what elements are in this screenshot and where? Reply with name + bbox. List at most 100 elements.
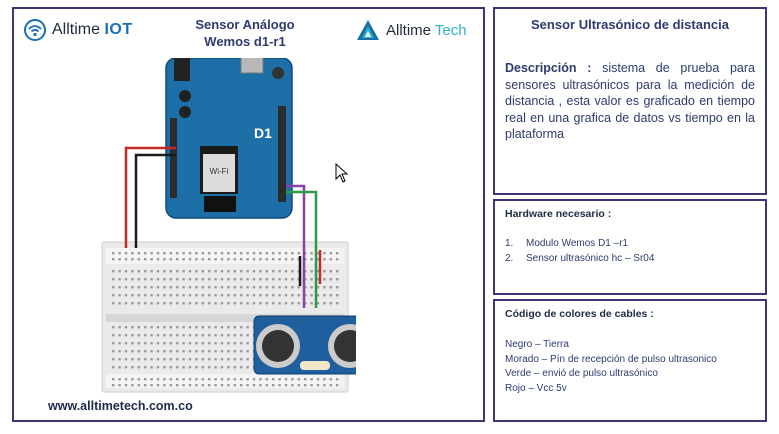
breadboard-hole xyxy=(240,286,243,289)
breadboard-hole xyxy=(112,358,115,361)
breadboard-hole xyxy=(208,270,211,273)
diagram-title: Sensor Análogo Wemos d1-r1 xyxy=(170,16,320,50)
breadboard-hole xyxy=(252,258,256,261)
breadboard-hole xyxy=(176,302,179,305)
breadboard-hole xyxy=(137,252,140,255)
breadboard-hole xyxy=(297,384,300,387)
breadboard-hole xyxy=(131,294,134,297)
breadboard-hole xyxy=(291,302,294,305)
breadboard-hole xyxy=(124,258,128,261)
list-item: 2.Sensor ultrasónico hc – Sr04 xyxy=(505,251,765,266)
breadboard-hole xyxy=(176,326,179,329)
breadboard-hole xyxy=(284,286,288,289)
breadboard-hole xyxy=(227,358,230,361)
breadboard-hole xyxy=(182,302,185,305)
breadboard-hole xyxy=(220,342,224,345)
breadboard-hole xyxy=(131,366,134,369)
breadboard-hole xyxy=(201,252,204,255)
mouse-cursor-icon xyxy=(335,163,349,183)
breadboard-hole xyxy=(284,302,288,305)
breadboard-hole xyxy=(131,258,134,261)
website-url[interactable]: www.alltimetech.com.co xyxy=(48,399,193,413)
breadboard-hole xyxy=(284,378,288,381)
list-item: Rojo – Vcc 5v xyxy=(505,382,567,394)
breadboard-hole xyxy=(246,270,249,273)
breadboard-hole xyxy=(169,278,172,281)
breadboard-hole xyxy=(240,252,243,255)
breadboard-hole xyxy=(291,286,294,289)
breadboard-hole xyxy=(195,358,198,361)
breadboard-hole xyxy=(163,286,166,289)
breadboard-hole xyxy=(323,258,326,261)
breadboard-hole xyxy=(208,358,211,361)
list-item: Verde – envió de pulso ultrasónico xyxy=(505,368,658,379)
breadboard-hole xyxy=(278,378,281,381)
breadboard-hole xyxy=(182,366,185,369)
breadboard-hole xyxy=(156,358,160,361)
breadboard-hole xyxy=(144,270,147,273)
alltime-iot-logo: Alltime IOT xyxy=(24,19,133,41)
breadboard-hole xyxy=(233,286,236,289)
brand-iot-suffix: IOT xyxy=(104,21,133,38)
breadboard-hole xyxy=(265,270,268,273)
breadboard-hole xyxy=(214,278,217,281)
breadboard-hole xyxy=(182,334,185,337)
breadboard-hole xyxy=(329,378,332,381)
breadboard-hole xyxy=(112,252,115,255)
breadboard-hole xyxy=(214,384,217,387)
breadboard-hole xyxy=(336,286,339,289)
breadboard-hole xyxy=(329,302,332,305)
breadboard-hole xyxy=(131,358,134,361)
breadboard-hole xyxy=(246,384,249,387)
breadboard-hole xyxy=(272,258,275,261)
breadboard-hole xyxy=(188,358,192,361)
breadboard-hole xyxy=(227,252,230,255)
breadboard-hole xyxy=(208,302,211,305)
breadboard-hole xyxy=(220,252,224,255)
breadboard-hole xyxy=(323,294,326,297)
breadboard-hole xyxy=(208,334,211,337)
breadboard-hole xyxy=(233,342,236,345)
wemos-board: Wi-Fi D1 xyxy=(165,58,293,219)
breadboard-hole xyxy=(220,270,224,273)
breadboard-hole xyxy=(169,350,172,353)
breadboard-hole xyxy=(144,342,147,345)
breadboard-hole xyxy=(297,378,300,381)
breadboard-hole xyxy=(259,252,262,255)
brand-iot-prefix: Alltime xyxy=(52,21,105,38)
breadboard-hole xyxy=(176,358,179,361)
breadboard-hole xyxy=(195,326,198,329)
breadboard-hole xyxy=(163,334,166,337)
breadboard-hole xyxy=(291,258,294,261)
breadboard-hole xyxy=(278,384,281,387)
breadboard-hole xyxy=(278,252,281,255)
breadboard-hole xyxy=(144,302,147,305)
breadboard-hole xyxy=(156,326,160,329)
breadboard-hole xyxy=(227,294,230,297)
breadboard-hole xyxy=(169,366,172,369)
breadboard-hole xyxy=(195,270,198,273)
breadboard-hole xyxy=(240,378,243,381)
breadboard-hole xyxy=(227,326,230,329)
breadboard-hole xyxy=(240,342,243,345)
breadboard-hole xyxy=(336,258,339,261)
list-item: 1.Modulo Wemos D1 –r1 xyxy=(505,236,765,251)
breadboard-hole xyxy=(265,258,268,261)
breadboard-hole xyxy=(227,286,230,289)
breadboard-hole xyxy=(284,252,288,255)
breadboard-hole xyxy=(310,252,313,255)
breadboard-hole xyxy=(176,258,179,261)
breadboard-hole xyxy=(182,286,185,289)
breadboard-hole xyxy=(112,326,115,329)
breadboard-hole xyxy=(156,384,160,387)
breadboard-hole xyxy=(176,334,179,337)
breadboard-hole xyxy=(150,258,153,261)
breadboard-hole xyxy=(304,384,307,387)
breadboard-hole xyxy=(272,378,275,381)
breadboard-hole xyxy=(144,366,147,369)
breadboard-hole xyxy=(124,278,128,281)
breadboard-hole xyxy=(233,358,236,361)
board-logo: Wi-Fi xyxy=(210,167,229,176)
breadboard-hole xyxy=(156,366,160,369)
breadboard-hole xyxy=(169,378,172,381)
